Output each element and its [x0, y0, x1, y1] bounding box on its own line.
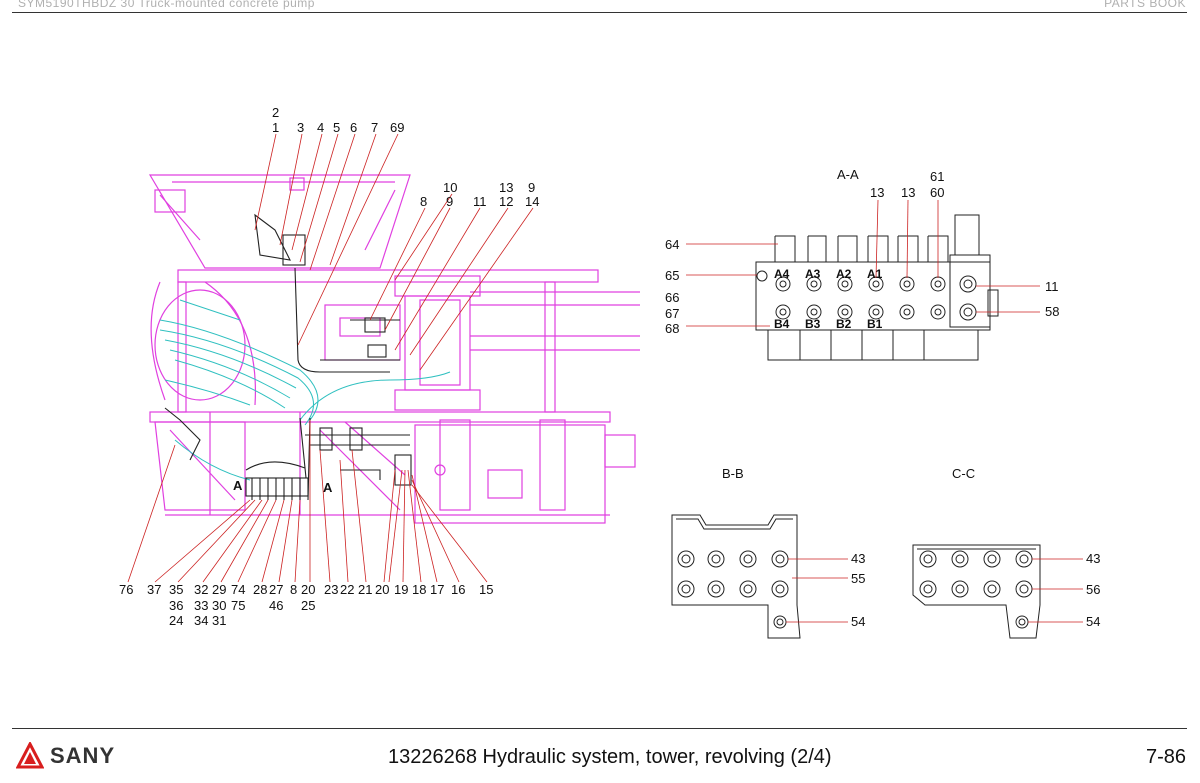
- callout-16: 16: [451, 582, 465, 597]
- view-aa-port-labels: A4 A3 A2 A1 B4 B3 B2 B1: [774, 267, 883, 331]
- callout-1: 1: [272, 120, 279, 135]
- callout-24: 24: [169, 613, 183, 628]
- aa-callout-68: 68: [665, 321, 679, 336]
- callout-32: 32: [194, 582, 208, 597]
- view-aa-callouts: 13 13 61 60 64 65 66 67 68 11 58: [665, 169, 1059, 336]
- view-aa-title: A-A: [837, 167, 859, 182]
- main-detail-lines: [164, 213, 412, 501]
- main-hoses: [159, 299, 451, 481]
- aa-callout-67: 67: [665, 306, 679, 321]
- callout-9a: 9: [446, 194, 453, 209]
- callout-17: 17: [430, 582, 444, 597]
- header-book: PARTS BOOK: [1104, 0, 1186, 10]
- bb-callout-55: 55: [851, 571, 865, 586]
- view-bb-title: B-B: [722, 466, 744, 481]
- callout-28: 28: [253, 582, 267, 597]
- callout-74: 74: [231, 582, 245, 597]
- port-a2: A2: [836, 267, 852, 281]
- callout-36: 36: [169, 598, 183, 613]
- header-rule: [12, 12, 1187, 13]
- view-cc-callouts: 43 56 54: [1086, 551, 1100, 629]
- view-aa-leaders: [686, 199, 1040, 327]
- callout-7: 7: [371, 120, 378, 135]
- callout-29: 29: [212, 582, 226, 597]
- callout-22: 22: [340, 582, 354, 597]
- main-leaders: [127, 133, 534, 583]
- callout-19: 19: [394, 582, 408, 597]
- callout-76: 76: [119, 582, 133, 597]
- callout-21: 21: [358, 582, 372, 597]
- callout-12: 12: [499, 194, 513, 209]
- callout-34: 34: [194, 613, 208, 628]
- view-cc-drawing: [912, 544, 1041, 639]
- sany-logo-icon: [16, 742, 44, 769]
- port-a3: A3: [805, 267, 821, 281]
- aa-callout-60: 60: [930, 185, 944, 200]
- footer-rule: [12, 728, 1187, 729]
- aa-callout-64: 64: [665, 237, 679, 252]
- port-a1: A1: [867, 267, 883, 281]
- view-bb-leaders: [786, 558, 848, 623]
- aa-callout-61: 61: [930, 169, 944, 184]
- callout-18: 18: [412, 582, 426, 597]
- cc-callout-56: 56: [1086, 582, 1100, 597]
- callout-15: 15: [479, 582, 493, 597]
- callout-6: 6: [350, 120, 357, 135]
- port-a4: A4: [774, 267, 790, 281]
- page-number: 7-86: [1145, 746, 1186, 768]
- aa-callout-13a: 13: [870, 185, 884, 200]
- callout-11: 11: [473, 194, 487, 209]
- callout-13: 13: [499, 180, 513, 195]
- aa-callout-66: 66: [665, 290, 679, 305]
- sany-logo: SANY: [16, 742, 115, 770]
- callout-3: 3: [297, 120, 304, 135]
- callout-5: 5: [333, 120, 340, 135]
- callout-2: 2: [272, 105, 279, 120]
- view-cc-title: C-C: [952, 466, 975, 481]
- callout-33: 33: [194, 598, 208, 613]
- port-b1: B1: [867, 317, 883, 331]
- callout-27: 27: [269, 582, 283, 597]
- callout-4: 4: [317, 120, 324, 135]
- callout-20b: 20: [375, 582, 389, 597]
- callout-9b: 9: [528, 180, 535, 195]
- callout-20a: 20: [301, 582, 315, 597]
- section-marker-a-right: A: [323, 480, 333, 495]
- aa-callout-65: 65: [665, 268, 679, 283]
- callout-10: 10: [443, 180, 457, 195]
- callout-37: 37: [147, 582, 161, 597]
- callout-14: 14: [525, 194, 539, 209]
- aa-callout-13b: 13: [901, 185, 915, 200]
- view-bb-drawing: [671, 514, 801, 639]
- sany-logo-text: SANY: [50, 743, 116, 768]
- callout-75: 75: [231, 598, 245, 613]
- header-model: SYM5190THBDZ 30 Truck-mounted concrete p…: [18, 0, 315, 10]
- callout-46: 46: [269, 598, 283, 613]
- port-b4: B4: [774, 317, 790, 331]
- callout-30: 30: [212, 598, 226, 613]
- page-title: 13226268 Hydraulic system, tower, revolv…: [388, 746, 832, 768]
- main-structure: [148, 174, 640, 524]
- aa-callout-11: 11: [1045, 279, 1059, 294]
- callout-35: 35: [169, 582, 183, 597]
- main-bottom-callouts: 76 37 35 32 29 74 28 27 8 20 23 22 21 20…: [119, 582, 493, 628]
- bb-callout-54: 54: [851, 614, 865, 629]
- callout-31: 31: [212, 613, 226, 628]
- callout-8: 8: [420, 194, 427, 209]
- section-marker-a-left: A: [233, 478, 243, 493]
- cc-callout-54: 54: [1086, 614, 1100, 629]
- callout-25: 25: [301, 598, 315, 613]
- main-top-callouts: 2 1 3 4 5 6 7 69 10 8 9 13 9 11 12 14: [272, 105, 539, 209]
- port-b3: B3: [805, 317, 821, 331]
- view-bb-callouts: 43 55 54: [851, 551, 865, 629]
- callout-69: 69: [390, 120, 404, 135]
- bb-callout-43: 43: [851, 551, 865, 566]
- callout-23: 23: [324, 582, 338, 597]
- port-b2: B2: [836, 317, 852, 331]
- cc-callout-43: 43: [1086, 551, 1100, 566]
- aa-callout-58: 58: [1045, 304, 1059, 319]
- view-cc-leaders: [1028, 558, 1083, 623]
- callout-8b: 8: [290, 582, 297, 597]
